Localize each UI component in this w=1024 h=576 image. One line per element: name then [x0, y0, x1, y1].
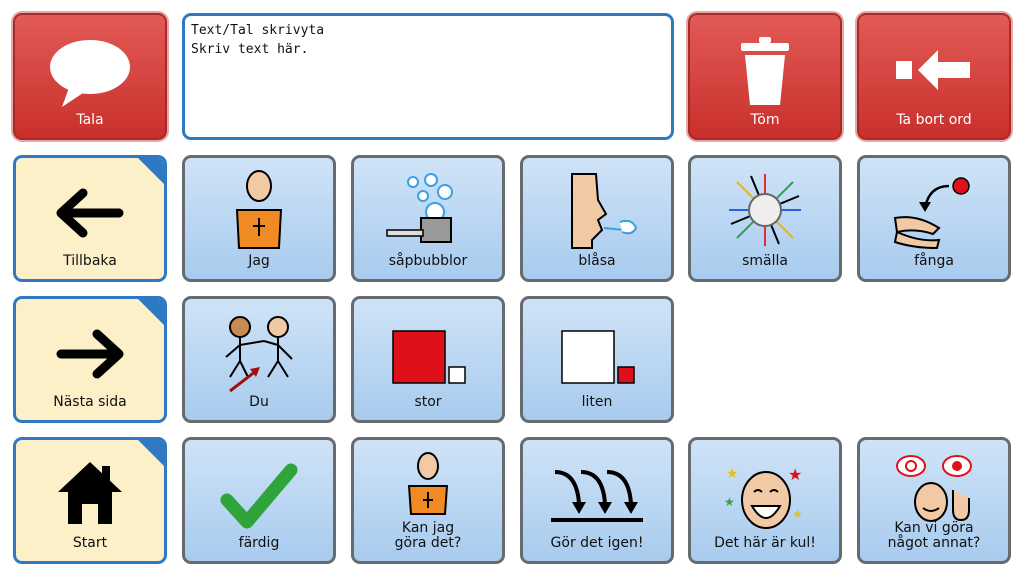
speak-label: Tala — [76, 112, 104, 128]
home-label: Start — [72, 535, 108, 551]
clear-button[interactable]: Töm — [688, 13, 842, 140]
delete-word-button[interactable]: Ta bort ord — [857, 13, 1011, 140]
tile-fardig-label: färdig — [238, 535, 280, 551]
tile-gor-det-igen-label: Gör det igen! — [550, 535, 644, 551]
tile-sapbubblor-label: såpbubblor — [388, 253, 468, 269]
home-button[interactable]: Start — [13, 437, 167, 564]
svg-text:★: ★ — [724, 495, 735, 509]
delete-word-label: Ta bort ord — [896, 112, 972, 128]
tile-sapbubblor[interactable]: såpbubblor — [351, 155, 505, 282]
person-you-icon — [225, 316, 293, 393]
tile-smalla-label: smälla — [742, 253, 788, 269]
speak-button[interactable]: Tala — [13, 13, 167, 140]
explosion-icon — [729, 174, 801, 246]
tile-gor-det-igen[interactable]: Gör det igen! — [520, 437, 674, 564]
tile-fanga-label: fånga — [914, 253, 954, 269]
text-input-area[interactable]: Text/Tal skrivyta Skriv text här. — [182, 13, 674, 140]
thinking-choice-icon — [896, 455, 972, 522]
tile-smalla[interactable]: smälla — [688, 155, 842, 282]
speech-bubble-icon — [50, 40, 130, 107]
svg-text:★: ★ — [726, 466, 739, 482]
tile-du-label: Du — [249, 394, 269, 410]
tile-kan-jag-gora-det[interactable]: Kan jag göra det? — [351, 437, 505, 564]
tile-fardig[interactable]: färdig — [182, 437, 336, 564]
small-square-icon — [561, 330, 635, 384]
tile-stor-label: stor — [414, 394, 442, 410]
soap-bubbles-icon — [386, 173, 453, 243]
folder-corner — [136, 158, 164, 186]
tile-stor[interactable]: stor — [351, 296, 505, 423]
next-page-button[interactable]: Nästa sida — [13, 296, 167, 423]
arrow-left-icon — [56, 188, 124, 238]
tile-blasa-label: blåsa — [578, 253, 616, 269]
svg-text:★: ★ — [788, 465, 802, 484]
checkmark-icon — [220, 463, 298, 529]
tile-liten[interactable]: liten — [520, 296, 674, 423]
folder-corner — [136, 299, 164, 327]
clear-label: Töm — [750, 112, 780, 128]
backspace-arrow-icon — [896, 50, 970, 90]
tile-kan-jag-gora-det-label: Kan jag göra det? — [394, 520, 462, 551]
tile-fanga[interactable]: fånga — [857, 155, 1011, 282]
catch-hands-icon — [893, 177, 970, 250]
tile-jag-label: Jag — [248, 253, 270, 269]
tile-det-har-ar-kul-label: Det här är kul! — [714, 535, 816, 551]
back-button[interactable]: Tillbaka — [13, 155, 167, 282]
arrow-right-icon — [56, 329, 124, 379]
person-self-icon — [235, 170, 283, 249]
trash-can-icon — [741, 37, 789, 105]
text-area-title: Text/Tal skrivyta — [191, 23, 325, 38]
folder-corner — [136, 440, 164, 468]
person-self-icon — [407, 452, 449, 515]
tile-kan-vi-gora-nagot-annat[interactable]: Kan vi göra något annat? — [857, 437, 1011, 564]
laughing-face-icon: ★ ★ ★ ★ — [724, 465, 803, 529]
tile-liten-label: liten — [581, 394, 613, 410]
text-area-placeholder: Skriv text här. — [191, 42, 309, 57]
tile-kan-vi-gora-nagot-annat-label: Kan vi göra något annat? — [887, 520, 981, 551]
tile-jag[interactable]: Jag — [182, 155, 336, 282]
tile-det-har-ar-kul[interactable]: ★ ★ ★ ★ Det här är kul! — [688, 437, 842, 564]
big-square-icon — [392, 330, 466, 384]
back-label: Tillbaka — [63, 253, 117, 269]
repeat-arrows-icon — [551, 470, 643, 522]
tile-du[interactable]: Du — [182, 296, 336, 423]
house-icon — [58, 462, 122, 524]
tile-blasa[interactable]: blåsa — [520, 155, 674, 282]
svg-text:★: ★ — [792, 507, 803, 521]
blow-face-icon — [571, 173, 638, 249]
next-page-label: Nästa sida — [53, 394, 127, 410]
